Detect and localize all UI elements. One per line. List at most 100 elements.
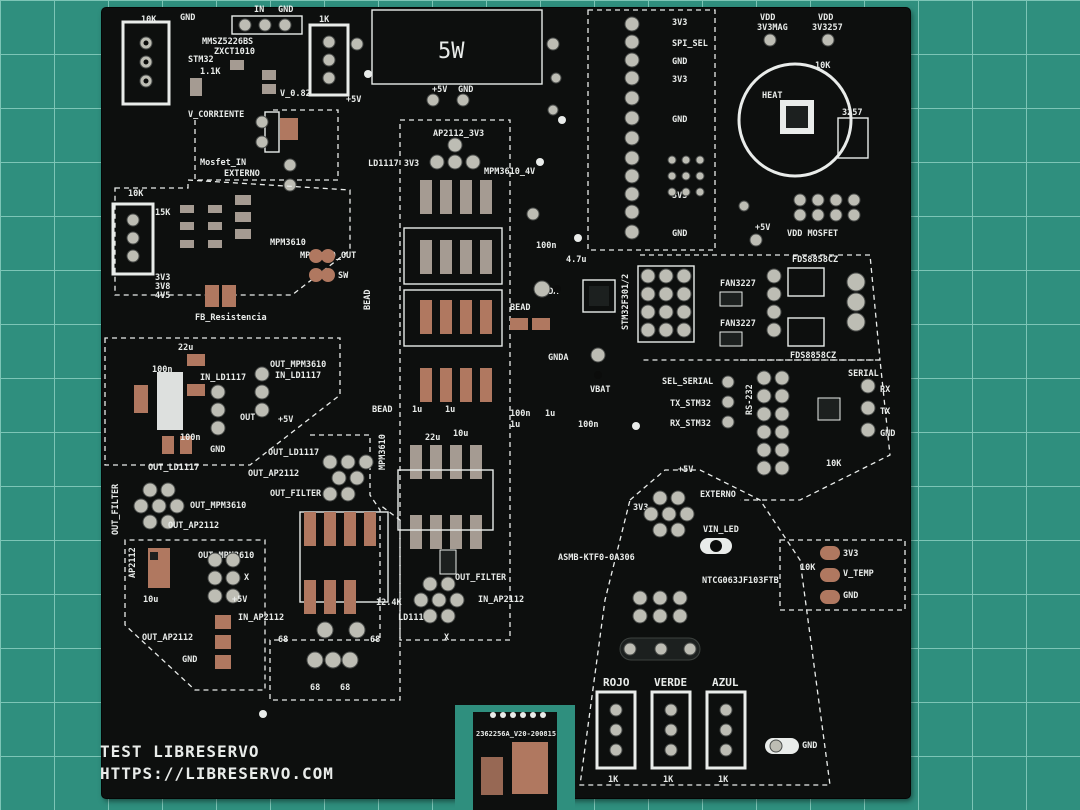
label-mpm3610-b: MPM3610 [378, 434, 388, 470]
hex-pads-e [413, 576, 465, 624]
pcb-board [102, 8, 910, 798]
label-out-mpm3610-a: OUT_MPM3610 [270, 360, 326, 370]
label-out-ld1117: OUT_LD1117 [148, 463, 199, 473]
label-1u-d: 1u [545, 409, 555, 419]
label-externo-b: EXTERNO [700, 490, 736, 500]
label-fan3227-b: FAN3227 [720, 319, 756, 329]
regulator-area [114, 179, 351, 296]
connector-vias [490, 712, 546, 718]
label-azul: AZUL [712, 676, 739, 689]
ferrite-filters [410, 180, 492, 549]
label-verde: VERDE [654, 676, 687, 689]
label-sw: SW [338, 271, 349, 281]
label-rojo: ROJO [603, 676, 630, 689]
pot-outline [121, 20, 171, 106]
label-3v3-temp: 3V3 [843, 549, 858, 559]
label-3v8: 3V8 [155, 282, 170, 292]
temp-sensor-area [779, 539, 906, 611]
label-out-filter-c: OUT_FILTER [455, 573, 507, 583]
label-10k-top: 10K [141, 15, 157, 25]
label-100n-b: 100n [180, 433, 200, 443]
label-tx-stm32: TX_STM32 [670, 399, 711, 409]
label-ld1117-b: LD1117 [398, 613, 429, 623]
label-in-ap2112-b: IN_AP2112 [478, 595, 524, 605]
label-in-ap2112: IN_AP2112 [238, 613, 284, 623]
serial-header [756, 370, 790, 476]
label-68-b: 68 [370, 635, 380, 645]
label-stm32f301: STM32F301/2 [621, 274, 631, 330]
label-fds8858-a: FDS8858CZ [792, 255, 838, 265]
label-1u-b: 1u [445, 405, 455, 415]
label-v-temp: V_TEMP [843, 569, 874, 579]
label-gnd-top: GND [180, 13, 195, 23]
motor-pads [766, 268, 866, 338]
label-rx: RX [880, 385, 890, 395]
label-gnd-d: GND [182, 655, 197, 665]
label-5v-a: +5V [346, 95, 361, 105]
power-label: 5W [438, 39, 465, 64]
label-68-d: 68 [340, 683, 350, 693]
label-68-c: 68 [310, 683, 320, 693]
label-v082: V_0.82 [280, 89, 311, 99]
label-mpm3610-4v: MPM3610_4V [484, 167, 535, 177]
label-x-b: X [444, 633, 449, 643]
label-1k-azul: 1K [718, 775, 729, 785]
label-v-corriente: V_CORRIENTE [188, 110, 244, 120]
label-fb-resistencia: FB_Resistencia [195, 312, 267, 323]
encoder-ring [737, 62, 853, 178]
label-serial: SERIAL [848, 369, 879, 379]
led-area [579, 469, 831, 786]
label-gnd-jumper: GND [278, 5, 293, 15]
label-ld1117-3v3: LD1117 3V3 [368, 159, 419, 169]
label-3v3-hdr-2: 3V3 [672, 75, 687, 85]
led-hex-center [632, 590, 688, 624]
label-3v3-led: 3V3 [633, 503, 648, 513]
verde-connector [650, 690, 692, 770]
label-in-ld1117: IN_LD1117 [200, 373, 246, 383]
label-mmsz: MMSZ5226BS [202, 37, 253, 47]
trimpot-outline [111, 202, 155, 276]
label-plus5v-r: +5V [755, 223, 770, 233]
board-url: HTTPS://LIBRESERVO.COM [100, 764, 334, 783]
smd-resistor-stack [180, 195, 251, 248]
label-3v3-hdr: 3V3 [672, 18, 687, 28]
label-fan3227-a: FAN3227 [720, 279, 756, 289]
label-100n-d: 100n [578, 420, 598, 430]
label-3v3mag: 3V3MAG [757, 23, 788, 33]
label-in-ld1117-b: IN_LD1117 [275, 371, 321, 381]
label-out-a: OUT [240, 413, 255, 423]
label-12-4k: 12.4K [376, 598, 402, 608]
label-out-filter-a: OUT_FILTER [111, 483, 121, 535]
label-externo-a: EXTERNO [224, 169, 260, 179]
ap2112-area [124, 539, 266, 691]
label-rs232: RS-232 [745, 384, 755, 415]
label-gnd-rgb: GND [802, 741, 817, 751]
label-gnd-b: GND [458, 85, 473, 95]
label-1u-a: 1u [412, 405, 422, 415]
label-ap2112: AP2112 [128, 547, 138, 578]
hex-pads-led [643, 490, 695, 538]
label-heat: HEAT [762, 91, 782, 101]
label-1k-rojo: 1K [608, 775, 619, 785]
label-bead-c: BEAD [510, 303, 530, 313]
power-resistor-outline [371, 9, 543, 85]
label-68-a: 68 [278, 635, 288, 645]
label-out-ld1117-b: OUT_LD1117 [268, 448, 319, 458]
vias [259, 70, 750, 718]
label-5v-led: +5V [678, 465, 693, 475]
small-header-grid [667, 155, 705, 197]
hex-pads-d [322, 454, 374, 502]
label-gnd-c: GND [210, 445, 225, 455]
label-asmb: ASMB-KTF0-0A306 [558, 553, 635, 563]
label-connector: 2362256A_V20-200815 [476, 730, 556, 738]
label-vbat: VBAT [590, 385, 610, 395]
label-mosfet-in: Mosfet_IN [200, 158, 246, 168]
jumper-outline [231, 15, 303, 35]
label-rx-stm32: RX_STM32 [670, 419, 711, 429]
label-5v-c: +5V [278, 415, 293, 425]
label-out-filter-b: OUT_FILTER [270, 489, 322, 499]
header-pins [624, 16, 640, 240]
label-vin-led: VIN_LED [703, 525, 739, 535]
filter-column-area [399, 119, 511, 641]
